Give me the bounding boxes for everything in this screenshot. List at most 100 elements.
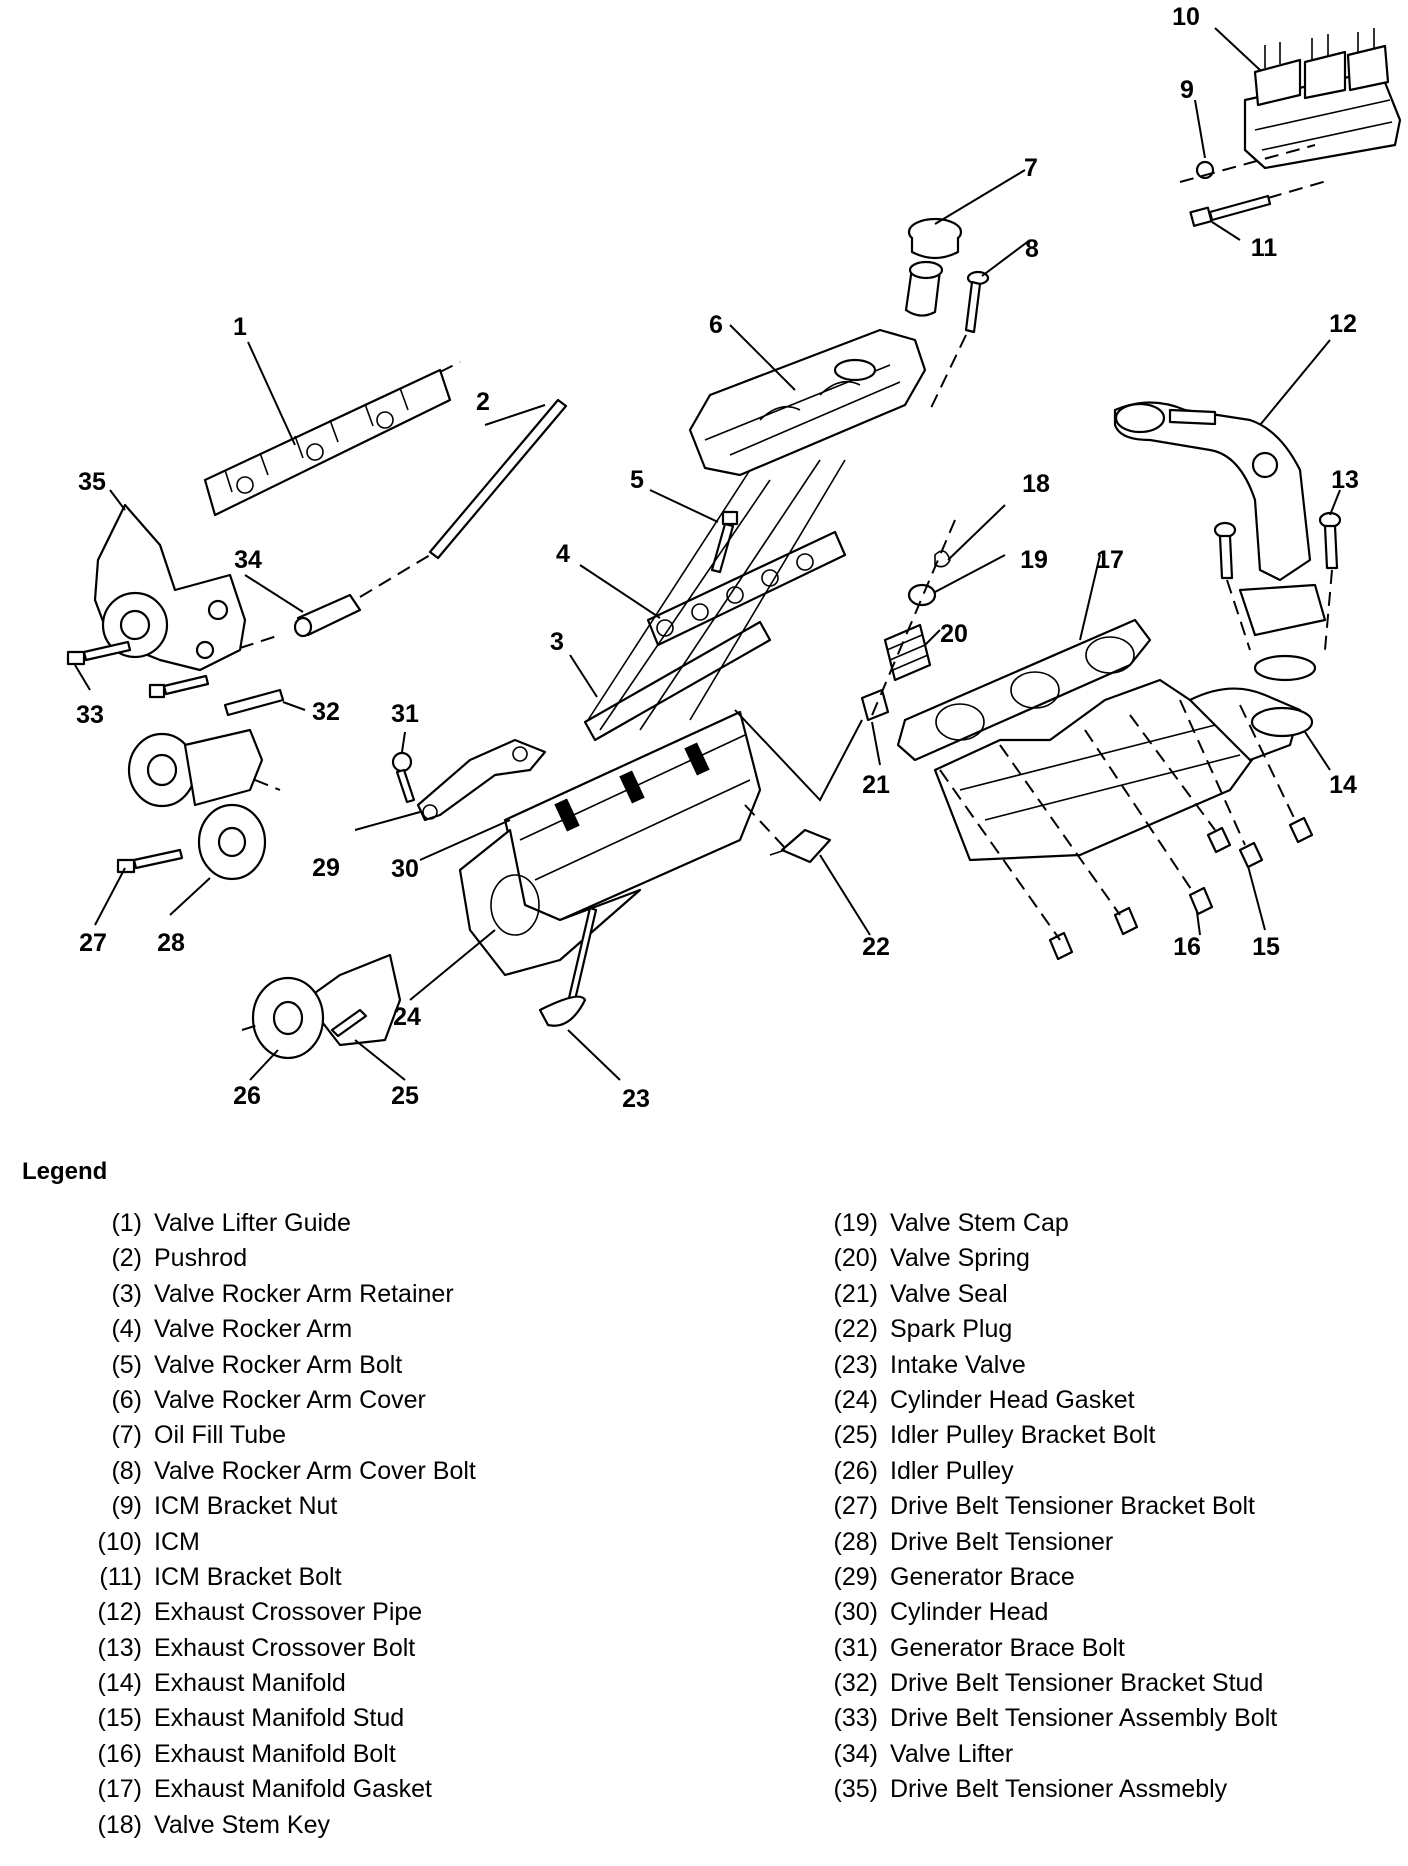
legend-column-right: (19)Valve Stem Cap (20)Valve Spring (21)… <box>812 1209 1278 1811</box>
part-valve-stem-cap <box>907 583 937 607</box>
legend-item: (32)Drive Belt Tensioner Bracket Stud <box>812 1669 1277 1704</box>
callout-33: 33 <box>76 701 104 729</box>
part-intake-valve <box>538 906 598 1027</box>
part-valve-lifter-guide <box>203 368 452 517</box>
callout-26: 26 <box>233 1082 261 1110</box>
part-cylinder-head <box>503 710 762 922</box>
part-oil-fill-tube <box>904 217 963 317</box>
legend-title: Legend <box>22 1158 108 1185</box>
callout-11: 11 <box>1251 234 1278 262</box>
legend-item-number: (27) <box>833 1492 878 1521</box>
legend-item: (33)Drive Belt Tensioner Assembly Bolt <box>812 1704 1278 1739</box>
legend-item: (9)ICM Bracket Nut <box>62 1492 476 1527</box>
legend-item: (19)Valve Stem Cap <box>812 1209 1277 1244</box>
callout-35: 35 <box>78 468 106 496</box>
legend-item-number: (10) <box>97 1527 142 1556</box>
legend-item: (7)Oil Fill Tube <box>62 1421 476 1456</box>
legend-item: (16) Exhaust Manifold Bolt <box>62 1740 476 1775</box>
legend-item: (31)Generator Brace Bolt <box>812 1634 1277 1669</box>
callout-25: 25 <box>391 1082 419 1110</box>
legend-item: (29)Generator Brace <box>812 1563 1277 1598</box>
callout-15: 15 <box>1252 933 1280 961</box>
legend-item-number: (22) <box>833 1315 878 1344</box>
part-cylinder-head-gasket <box>458 828 642 977</box>
legend-item: (17) Exhaust Manifold Gasket <box>62 1775 476 1810</box>
legend-item-number: (15) <box>97 1704 142 1733</box>
legend-item-label: Exhaust Manifold <box>154 1669 346 1698</box>
legend-item-number: (16) <box>97 1739 142 1768</box>
callout-22: 22 <box>862 933 890 961</box>
legend-item-label: Valve Rocker Arm Cover Bolt <box>154 1456 476 1485</box>
legend-item-label: Exhaust Manifold Stud <box>154 1704 405 1733</box>
legend-item-label: Valve Rocker Arm Cover <box>154 1385 426 1414</box>
part-valve-rocker-arms <box>646 530 847 647</box>
callout-19: 19 <box>1020 546 1048 574</box>
legend-item: (20)Valve Spring <box>812 1244 1277 1279</box>
legend-item-label: Drive Belt Tensioner Assembly Bolt <box>890 1704 1278 1733</box>
legend-item-label: Drive Belt Tensioner Bracket Stud <box>890 1669 1264 1698</box>
legend-item-number: (24) <box>833 1385 878 1414</box>
callout-23: 23 <box>622 1085 650 1113</box>
part-tensioner-bracket-stud <box>223 688 285 717</box>
legend-item-number: (18) <box>97 1810 142 1839</box>
legend-item-label: Idler Pulley <box>890 1456 1014 1485</box>
legend-item-number: (31) <box>833 1633 878 1662</box>
callout-14: 14 <box>1329 771 1357 799</box>
part-generator-brace <box>416 738 547 822</box>
legend-item-label: Cylinder Head <box>890 1598 1049 1627</box>
part-valve-rocker-arm-cover <box>688 328 927 477</box>
callout-13: 13 <box>1331 466 1359 494</box>
part-tensioner-assembly-bolt <box>66 640 210 699</box>
legend-item-label: Intake Valve <box>890 1350 1026 1379</box>
legend-item-number: (17) <box>97 1775 142 1804</box>
part-drive-belt-tensioner-assembly <box>93 503 247 672</box>
legend-item-label: Valve Lifter Guide <box>154 1209 351 1237</box>
part-valve-seal <box>860 688 890 722</box>
legend-item: (18) Valve Stem Key <box>62 1811 476 1846</box>
legend-item-number: (23) <box>833 1350 878 1379</box>
legend-item-number: (34) <box>833 1739 878 1768</box>
legend-item: (25)Idler Pulley Bracket Bolt <box>812 1421 1277 1456</box>
legend-item: (4)Valve Rocker Arm <box>62 1315 476 1350</box>
callout-16: 16 <box>1173 933 1201 961</box>
callout-7: 7 <box>1024 154 1038 182</box>
callout-18: 18 <box>1022 470 1050 498</box>
callout-31: 31 <box>391 700 419 728</box>
legend-item: (14)Exhaust Manifold <box>62 1669 476 1704</box>
legend-item-label: Cylinder Head Gasket <box>890 1385 1135 1414</box>
legend-item-label: Exhaust Manifold Bolt <box>154 1739 396 1768</box>
legend-item-label: Valve Rocker Arm Retainer <box>154 1279 454 1308</box>
legend-item-number: (5) <box>111 1350 142 1379</box>
legend-item: (21)Valve Seal <box>812 1280 1277 1315</box>
callout-21: 21 <box>862 771 890 799</box>
callout-4: 4 <box>556 540 570 568</box>
legend-item-number: (19) <box>833 1209 878 1237</box>
legend-item: (34) Valve Lifter <box>812 1740 1277 1775</box>
legend-item-label: Valve Stem Key <box>154 1810 331 1839</box>
legend-item-number: (26) <box>833 1456 878 1485</box>
part-drive-belt-tensioner <box>127 728 267 881</box>
legend-item-label: Pushrod <box>154 1244 248 1273</box>
legend-item: (26) Idler Pulley <box>812 1457 1277 1492</box>
legend-item-number: (35) <box>833 1775 878 1804</box>
legend-item-number: (25) <box>833 1421 878 1450</box>
legend-item-label: ICM Bracket Bolt <box>154 1562 342 1591</box>
legend-item-label: Valve Rocker Arm <box>154 1315 353 1344</box>
callout-9: 9 <box>1180 76 1194 104</box>
legend-item-label: Valve Lifter <box>890 1739 1014 1768</box>
callout-2: 2 <box>476 388 490 416</box>
legend-item-number: (13) <box>97 1633 142 1662</box>
legend-item-label: Valve Rocker Arm Bolt <box>154 1350 403 1379</box>
legend-item-number: (29) <box>833 1562 878 1591</box>
callout-10: 10 <box>1172 3 1200 31</box>
part-exhaust-manifold-gasket <box>896 618 1152 762</box>
legend-item-number: (8) <box>111 1456 142 1485</box>
legend-item: (23) Intake Valve <box>812 1351 1277 1386</box>
legend-item: (28)Drive Belt Tensioner <box>812 1528 1277 1563</box>
part-rocker-cover-bolt <box>964 270 990 334</box>
exploded-view-diagram: 1 2 3 4 5 6 7 8 9 10 11 12 13 14 15 16 1… <box>66 3 1402 1113</box>
legend-item-label: Exhaust Manifold Gasket <box>154 1775 432 1804</box>
legend-item-number: (2) <box>111 1244 142 1273</box>
legend-item: (11)ICM Bracket Bolt <box>62 1563 476 1598</box>
callout-27: 27 <box>79 929 107 957</box>
